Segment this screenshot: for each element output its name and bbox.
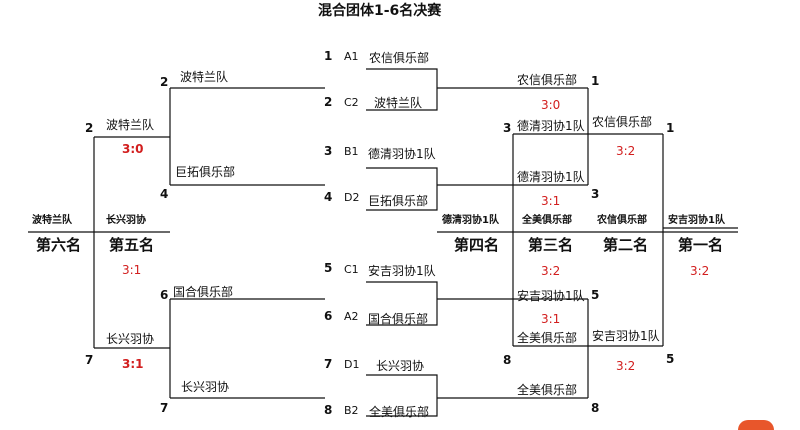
fourth-team: 德清羽协1队 bbox=[442, 215, 499, 226]
entry-code: B2 bbox=[344, 404, 359, 417]
second-team: 农信俱乐部 bbox=[597, 215, 647, 226]
left-semi-seed: 2 bbox=[85, 121, 94, 135]
entry-seed: 8 bbox=[324, 403, 333, 417]
entry-team: 全美俱乐部 bbox=[369, 405, 430, 419]
page-title: 混合团体1-6名决赛 bbox=[318, 3, 442, 19]
m3-score: 3:1 bbox=[541, 312, 561, 326]
left-semi-score: 3:0 bbox=[122, 142, 144, 156]
m2-winner: 德清羽协1队 bbox=[517, 170, 585, 184]
entry-team: 巨拓俱乐部 bbox=[368, 194, 429, 208]
entry-seed: 1 bbox=[324, 49, 333, 63]
entry-seed: 7 bbox=[324, 357, 333, 371]
entry-code: B1 bbox=[344, 145, 359, 158]
entry-team: 安吉羽协1队 bbox=[368, 264, 436, 278]
left-semi-team: 波特兰队 bbox=[106, 118, 155, 132]
semi2-score: 3:2 bbox=[616, 359, 636, 373]
second-label: 第二名 bbox=[603, 236, 649, 254]
left-r1-seed: 6 bbox=[160, 288, 169, 302]
m4-seed: 8 bbox=[591, 401, 600, 415]
m1-score: 3:0 bbox=[541, 98, 561, 112]
semi2-seed: 5 bbox=[666, 352, 675, 366]
sixth-team: 波特兰队 bbox=[32, 215, 72, 226]
fourth-label: 第四名 bbox=[454, 236, 500, 254]
m2-winner-top: 德清羽协1队 bbox=[517, 119, 585, 133]
entry-seed: 2 bbox=[324, 95, 333, 109]
left-r1-seed: 2 bbox=[160, 75, 169, 89]
third-label: 第三名 bbox=[528, 236, 574, 254]
entry-team: 德清羽协1队 bbox=[368, 147, 436, 161]
m4-winner-top: 全美俱乐部 bbox=[517, 331, 578, 345]
entry-seed: 6 bbox=[324, 309, 333, 323]
m1-winner: 农信俱乐部 bbox=[517, 73, 578, 87]
third-team: 全美俱乐部 bbox=[522, 215, 572, 226]
left-r1-team: 巨拓俱乐部 bbox=[175, 165, 236, 179]
left-semi-team: 长兴羽协 bbox=[106, 332, 155, 346]
m3-winner: 安吉羽协1队 bbox=[517, 289, 585, 303]
semi1-winner: 农信俱乐部 bbox=[592, 115, 653, 129]
left-r1-seed: 7 bbox=[160, 401, 169, 415]
entry-code: C1 bbox=[344, 263, 359, 276]
fifth-team: 长兴羽协 bbox=[106, 215, 146, 226]
m2-seed: 3 bbox=[591, 187, 600, 201]
third-place-score: 3:2 bbox=[541, 264, 561, 278]
fifth-place-score: 3:1 bbox=[122, 263, 142, 277]
first-label: 第一名 bbox=[678, 236, 724, 254]
entry-team: 波特兰队 bbox=[374, 96, 423, 110]
entry-code: A2 bbox=[344, 310, 359, 323]
entry-code: D2 bbox=[344, 191, 360, 204]
semi1-score: 3:2 bbox=[616, 144, 636, 158]
entry-team: 长兴羽协 bbox=[376, 359, 425, 373]
entry-code: C2 bbox=[344, 96, 359, 109]
left-r1-seed: 4 bbox=[160, 187, 169, 201]
first-team: 安吉羽协1队 bbox=[668, 215, 725, 226]
left-r1-team: 长兴羽协 bbox=[181, 380, 230, 394]
entry-team: 农信俱乐部 bbox=[369, 51, 430, 65]
semi1-seed: 1 bbox=[666, 121, 675, 135]
m2-seed: 3 bbox=[503, 121, 512, 135]
m2-score: 3:1 bbox=[541, 194, 561, 208]
entry-seed: 3 bbox=[324, 144, 333, 158]
entry-code: D1 bbox=[344, 358, 360, 371]
fifth-label: 第五名 bbox=[109, 236, 155, 254]
m4-winner: 全美俱乐部 bbox=[517, 383, 578, 397]
entry-team: 国合俱乐部 bbox=[368, 312, 429, 326]
corner-logo-icon bbox=[738, 420, 774, 430]
m1-seed: 1 bbox=[591, 74, 600, 88]
final-score: 3:2 bbox=[690, 264, 710, 278]
left-semi-seed: 7 bbox=[85, 353, 94, 367]
left-semi-score: 3:1 bbox=[122, 357, 144, 371]
m3-seed: 5 bbox=[591, 288, 600, 302]
entry-code: A1 bbox=[344, 50, 359, 63]
left-r1-team: 国合俱乐部 bbox=[173, 285, 234, 299]
m4-seed: 8 bbox=[503, 353, 512, 367]
entry-seed: 4 bbox=[324, 190, 333, 204]
left-r1-team: 波特兰队 bbox=[180, 70, 229, 84]
sixth-label: 第六名 bbox=[36, 236, 82, 254]
entry-seed: 5 bbox=[324, 261, 333, 275]
semi2-winner: 安吉羽协1队 bbox=[592, 329, 660, 343]
